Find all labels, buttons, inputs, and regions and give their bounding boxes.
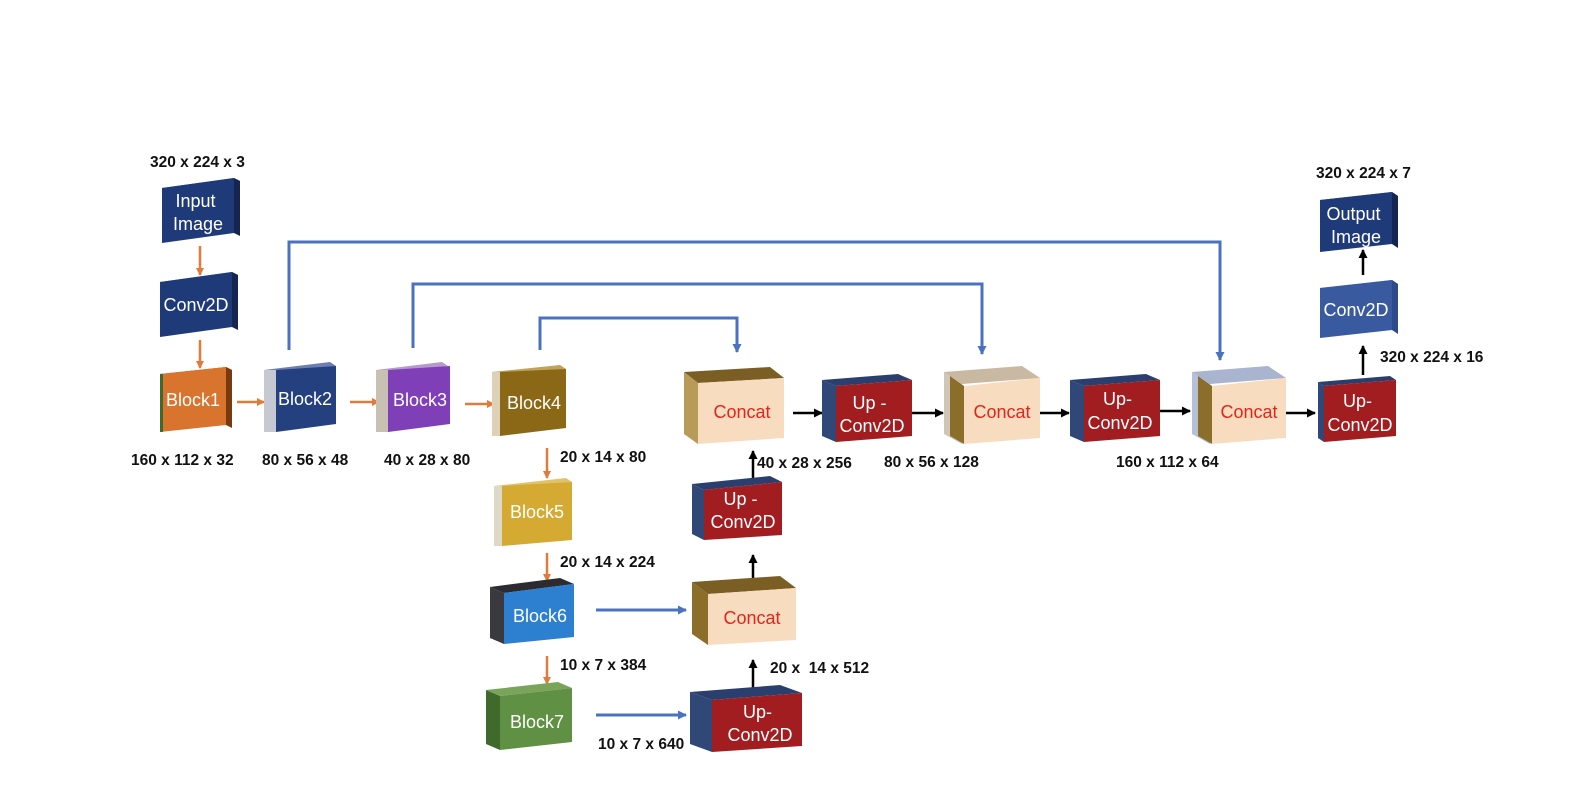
up-conv2d-1-label: Up- Conv2D [727,702,792,745]
up-conv2d-4-label: Up- Conv2D [1087,389,1152,433]
conv2d-decoder-box: Conv2D [1320,280,1398,338]
dim-concat3: 80 x 56 x 128 [884,454,979,471]
block7-label: Block7 [510,712,564,732]
dim-block4: 20 x 14 x 80 [560,449,646,466]
block3-box: Block3 [376,362,450,432]
dim-up-final: 320 x 224 x 16 [1380,349,1484,366]
block4-box: Block4 [492,365,566,436]
concat-3-label: Concat [973,402,1030,422]
skip-connection-block3 [411,282,987,355]
concat-2-box: Concat [684,367,784,444]
dim-input: 320 x 224 x 3 [150,154,245,171]
concat-2-label: Concat [713,402,770,422]
up-conv2d-1-box: Up- Conv2D [690,685,802,752]
output-image-label: Output Image [1326,204,1385,247]
concat-1-box: Concat [692,576,796,645]
concat-1-label: Concat [723,608,780,628]
block5-box: Block5 [494,478,572,546]
concat-4-box: Concat [1192,366,1286,444]
concat-4-label: Concat [1220,402,1277,422]
block7-box: Block7 [486,682,572,750]
skip-connection-block4 [538,316,742,353]
input-image-box: Input Image [162,178,240,243]
conv2d-decoder-label: Conv2D [1323,300,1388,320]
dim-up1: 20 x 14 x 512 [770,660,869,677]
up-conv2d-4-box: Up- Conv2D [1070,374,1160,442]
up-conv2d-5-box: Up- Conv2D [1318,376,1396,442]
dim-output: 320 x 224 x 7 [1316,165,1411,182]
dim-block5: 20 x 14 x 224 [560,554,655,571]
dim-concat2: 40 x 28 x 256 [757,455,852,472]
dim-block6: 10 x 7 x 384 [560,657,647,674]
dim-block2: 80 x 56 x 48 [262,452,349,469]
output-image-box: Output Image [1320,192,1398,252]
up-conv2d-3-label: Up - Conv2D [839,393,904,436]
dim-block7: 10 x 7 x 640 [598,736,684,753]
block6-box: Block6 [490,578,574,644]
up-conv2d-5-label: Up- Conv2D [1327,391,1392,435]
block4-label: Block4 [507,393,561,413]
block1-box: Block1 [160,367,232,432]
block2-label: Block2 [278,389,332,409]
block5-label: Block5 [510,502,564,522]
conv2d-encoder-box: Conv2D [160,272,238,337]
up-conv2d-2-box: Up - Conv2D [692,476,782,540]
skip-connection-block2 [287,240,1225,361]
dim-block1: 160 x 112 x 32 [131,452,234,469]
block2-box: Block2 [264,362,336,432]
conv2d-encoder-label: Conv2D [163,295,228,315]
block6-label: Block6 [513,606,567,626]
block1-label: Block1 [166,390,220,410]
block3-label: Block3 [393,390,447,410]
concat-3-box: Concat [944,366,1040,444]
up-conv2d-2-label: Up - Conv2D [710,489,775,532]
dim-block3: 40 x 28 x 80 [384,452,470,469]
dim-concat4: 160 x 112 x 64 [1116,454,1219,471]
up-conv2d-3-box: Up - Conv2D [822,374,912,442]
input-image-label: Input Image [173,191,223,234]
